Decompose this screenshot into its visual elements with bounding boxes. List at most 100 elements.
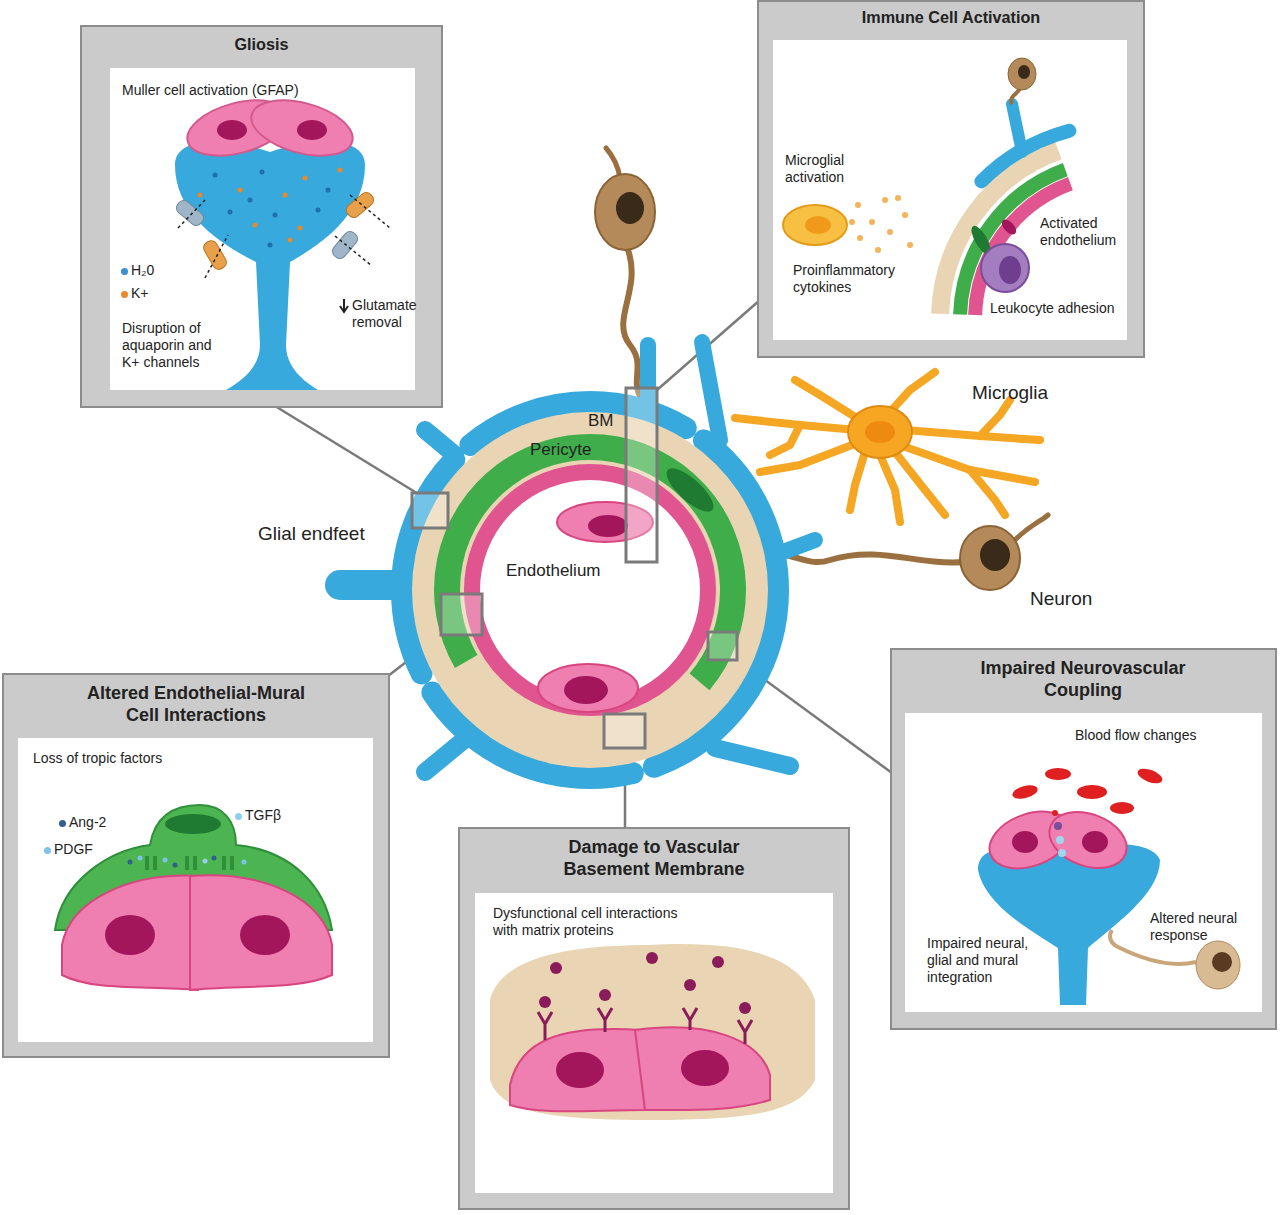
coupling-part	[1136, 766, 1165, 786]
ion-dots-part	[198, 193, 203, 198]
endothelium	[472, 472, 708, 712]
immune-cells-part	[1008, 58, 1036, 90]
immune-cells-part	[849, 219, 855, 225]
endothelium-part	[564, 676, 608, 704]
flow-arrow-part	[205, 235, 228, 278]
panel: Immune Cell ActivationMicroglial activat…	[757, 0, 1145, 358]
panel-text: Leukocyte adhesion	[990, 300, 1115, 317]
legend-swatch	[44, 847, 51, 854]
zoom-box-part	[626, 388, 657, 562]
immune-cells-part	[999, 217, 1018, 237]
ion-dots	[198, 168, 343, 248]
glial-endfeet-part	[425, 735, 470, 772]
microglia-body-part	[848, 406, 912, 458]
panel-text: Microglial activation	[785, 152, 870, 186]
part-label: Glial endfeet	[258, 523, 365, 546]
panel-text: Proinflammatory cytokines	[793, 262, 923, 296]
ion-dots-part	[253, 223, 258, 228]
ion-dots-part	[238, 188, 243, 193]
legend-text: TGFβ	[245, 807, 281, 824]
panel: Damage to Vascular Basement MembraneDysf…	[458, 827, 850, 1210]
coupling-part	[1052, 810, 1058, 816]
coupling-part	[1045, 768, 1071, 780]
ion-dots-part	[303, 176, 308, 181]
ion-dots-part	[316, 208, 321, 213]
glial-endfeet-part	[702, 342, 720, 440]
coupling-part	[1056, 836, 1064, 844]
immune-cells-part	[855, 202, 861, 208]
microglia-part	[905, 430, 1040, 440]
factor-dots	[128, 856, 247, 868]
junction-part	[185, 856, 189, 870]
panel-ground-part	[757, 0, 1145, 358]
flow-arrow-part	[178, 200, 205, 228]
matrix-part-part	[738, 1020, 752, 1044]
glial-endfeet-part	[715, 748, 790, 766]
factor-dots-part	[128, 860, 133, 865]
ion-dots-part	[213, 173, 218, 178]
coupling-part	[1082, 831, 1108, 853]
neuron	[790, 515, 1048, 590]
ion-channel-part	[201, 239, 228, 272]
down-arrow	[340, 299, 348, 312]
panel-text: Blood flow changes	[1075, 727, 1196, 744]
panel-ground-part	[890, 648, 1277, 1030]
zoom-box-part	[441, 594, 482, 635]
part-label: BM	[588, 411, 614, 431]
panel-inset-part	[110, 68, 415, 390]
panel-text: Disruption of aquaporin and K+ channels	[122, 320, 222, 370]
microglia-part	[900, 445, 1035, 482]
panel-title: Immune Cell Activation	[759, 8, 1143, 27]
immune-cells-part	[895, 195, 901, 201]
panel-ground-part	[458, 827, 850, 1210]
microglia-part	[890, 372, 935, 412]
junction-part	[230, 856, 234, 870]
matrix-part-part	[739, 1002, 751, 1014]
part-label: Pericyte	[530, 440, 591, 460]
neuron-part	[790, 555, 962, 563]
immune-cells-part	[907, 242, 913, 248]
coupling-part	[1011, 783, 1039, 801]
coupling-part	[1212, 952, 1232, 972]
neuron-part	[1015, 515, 1048, 540]
microglia-part	[895, 452, 945, 515]
legend-text: Ang-2	[69, 814, 106, 831]
panel: GliosisMuller cell activation (GFAP)Disr…	[80, 25, 443, 408]
panel-inset-part	[773, 40, 1127, 340]
immune-cells-part	[999, 256, 1021, 284]
junction-part	[193, 856, 197, 870]
panel-text: Impaired neural, glial and mural integra…	[927, 935, 1045, 985]
down-arrow-part	[340, 299, 348, 312]
panel-title: Gliosis	[82, 35, 441, 54]
matrix-part-part	[646, 952, 658, 964]
legend-swatch	[59, 820, 66, 827]
panel-inset	[18, 40, 1262, 1193]
junction-part	[153, 856, 157, 870]
endothelial-cell-part	[240, 915, 290, 955]
immune-cells-part	[902, 212, 908, 218]
coupling-part	[982, 801, 1079, 879]
flow-arrow-part	[350, 195, 390, 228]
ion-dots-part	[260, 170, 265, 175]
ion-dots-part	[248, 198, 253, 203]
ion-dots-part	[283, 193, 288, 198]
coupling	[978, 766, 1240, 1005]
pericyte-cell-part	[165, 814, 221, 834]
matrix-part-part	[539, 996, 551, 1008]
panel-title: Impaired Neurovascular Coupling	[963, 658, 1203, 701]
legend-swatch	[235, 813, 242, 820]
endothelial-cell-part	[105, 915, 155, 955]
part-label: Endothelium	[506, 561, 601, 581]
microglia-body	[848, 406, 912, 458]
glial-endfeet-part	[425, 430, 455, 455]
flow-arrow	[178, 195, 390, 278]
immune-cells-part	[783, 205, 847, 245]
panel-text: Altered neural response	[1150, 910, 1255, 944]
factor-dots-part	[242, 860, 247, 865]
part-label: Microglia	[972, 382, 1048, 405]
panel-ground-part	[2, 673, 390, 1058]
matrix	[490, 944, 815, 1120]
endothelium-part	[538, 664, 638, 712]
factor-dots-part	[138, 856, 143, 861]
